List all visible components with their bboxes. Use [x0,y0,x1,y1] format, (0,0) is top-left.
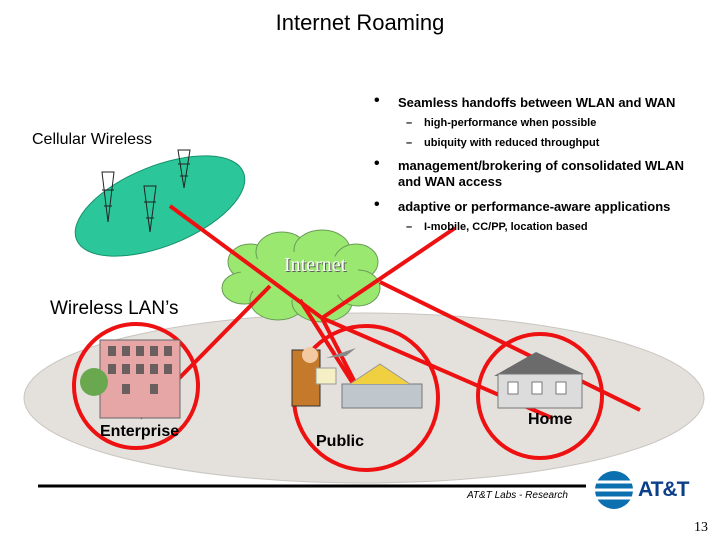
enterprise-circle [72,322,200,450]
bullet-1-text: Seamless handoffs between WLAN and WAN [398,95,676,110]
bullet-3: • adaptive or performance-aware applicat… [374,197,671,215]
att-logo-text: AT&T [638,478,689,501]
bullet-3-text: adaptive or performance-aware applicatio… [398,199,671,214]
bullet-1-sub-2: –ubiquity with reduced throughput [406,137,600,149]
bullet-1: • Seamless handoffs between WLAN and WAN [374,93,676,111]
home-label: Home [528,411,573,428]
home-house-icon [494,352,584,409]
internet-label: Internet [284,254,347,276]
page-number: 13 [694,520,708,535]
slide-title: Internet Roaming [275,10,445,35]
bullet-3-sub-1: –I-mobile, CC/PP, location based [406,221,588,233]
bullet-dot: • [374,92,380,109]
cellular-label: Cellular Wireless [32,131,153,148]
home-circle [476,332,604,460]
cellular-area [74,155,246,257]
bullet-2: • management/brokering of consolidated W… [374,156,688,190]
att-globe-icon [595,471,633,509]
public-traveler-icon [291,347,423,409]
bullet-dot: • [374,196,380,213]
cell-tower-icon [101,149,191,233]
internet-cloud [221,229,381,323]
bullet-2-text: management/brokering of consolidated WLA… [398,158,685,189]
bullet-1-sub-1: –high-performance when possible [406,117,597,129]
public-label: Public [316,433,365,450]
bullet-dot: • [374,155,380,172]
enterprise-building-icon [80,339,181,419]
enterprise-label: Enterprise [100,423,180,440]
wlan-label: Wireless LAN’s [50,298,179,319]
research-label: AT&T Labs - Research [467,490,568,501]
